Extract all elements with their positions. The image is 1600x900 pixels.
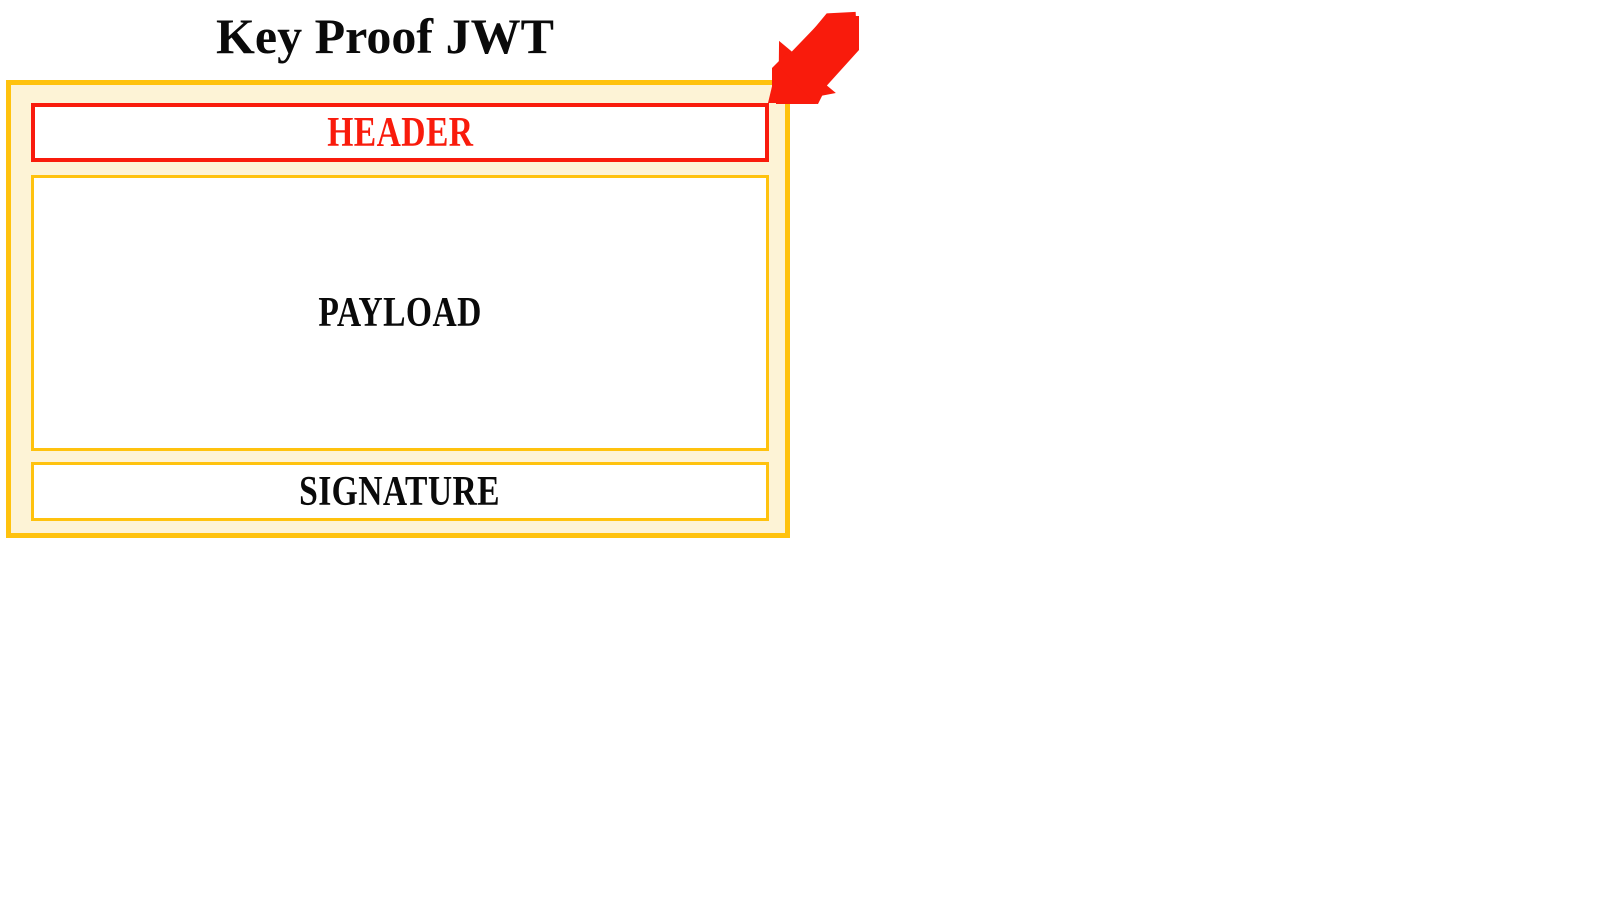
jwt-segment-header-label: HEADER xyxy=(326,109,474,156)
jwt-segment-signature: SIGNATURE xyxy=(31,462,769,521)
jwt-segment-header: HEADER xyxy=(31,103,769,162)
jwt-segment-payload: PAYLOAD xyxy=(31,175,769,451)
page-title: Key Proof JWT xyxy=(216,8,554,64)
jwt-segment-signature-label: SIGNATURE xyxy=(299,468,501,515)
jwt-container: HEADER PAYLOAD SIGNATURE xyxy=(6,80,790,538)
jwt-segment-payload-label: PAYLOAD xyxy=(318,290,482,336)
